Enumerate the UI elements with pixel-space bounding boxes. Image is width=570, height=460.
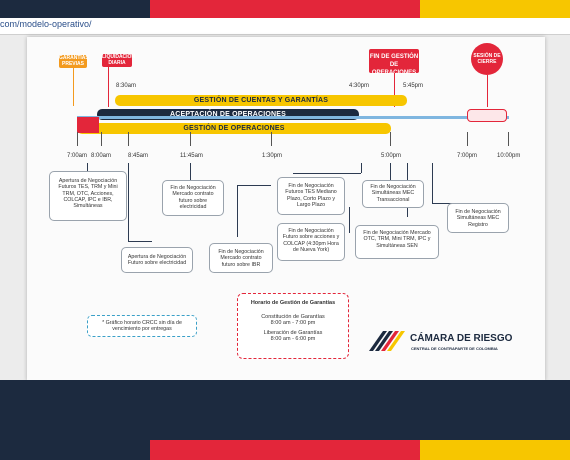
axis-label-1000pm: 10:00pm [497, 153, 521, 159]
connector-fin-mec-registro [432, 163, 433, 203]
axis-label-700am: 7:00am [67, 153, 88, 159]
connector-fin-tes-v [361, 163, 362, 173]
axis-label-130pm: 1:30pm [262, 153, 283, 159]
tick-130pm [271, 132, 272, 146]
tag-liquidacion-diaria: LIQUIDACIÓN DIARIA [102, 54, 136, 67]
connector-fin-mec-registro-h [432, 203, 452, 204]
tick-1145am [190, 132, 191, 146]
horario-line2: 8:00 am - 7:00 pm [270, 320, 316, 326]
horario-title: Horario de Gestión de Garantías [250, 300, 336, 306]
horario-line4: 8:00 am - 6:00 pm [270, 336, 316, 342]
timeline-base [77, 116, 509, 119]
connector-liquidacion [108, 67, 109, 107]
timeline-closing-segment [467, 109, 507, 122]
horario-garantias-box: Horario de Gestión de Garantías Constitu… [237, 293, 349, 359]
tick-845am [128, 132, 129, 146]
bar-cuentas-garantias: GESTIÓN DE CUENTAS Y GARANTÍAS [115, 95, 407, 106]
top-brand-stripe [0, 0, 570, 22]
box-fin-ibr: Fin de Negociación Mercado contrato futu… [209, 243, 273, 273]
connector-fin-elec [190, 163, 191, 181]
camara-riesgo-logo [367, 323, 407, 353]
timeline-red-start [77, 117, 99, 133]
connector-fin-ibr-h [237, 185, 271, 186]
axis-label-845am: 8:45am [128, 153, 149, 159]
tag-sesion-cierre-label: SESIÓN DE CIERRE [473, 53, 501, 65]
axis-label-1145am: 11:45am [180, 153, 203, 159]
box-fin-tes: Fin de Negociación Futuros TES Mediano P… [277, 177, 345, 215]
box-apertura-electricidad: Apertura de Negociación Futuro sobre ele… [121, 247, 193, 273]
note-box: * Gráfico horario CRCC sin día de vencim… [87, 315, 197, 337]
time-830am: 8:30am [116, 83, 137, 89]
connector-fin-gestion [394, 73, 395, 107]
tick-700pm [467, 132, 468, 146]
tag-fin-gestion-operaciones: FIN DE GESTIÓN DE OPERACIONES [369, 49, 419, 76]
box-apertura-futuros: Apertura de Negociación Futuros TES, TRM… [49, 171, 127, 221]
connector-fin-mec [390, 163, 391, 181]
box-fin-acciones: Fin de Negociación Futuro sobre acciones… [277, 223, 345, 261]
logo-stripes-icon [369, 331, 405, 351]
time-545pm: 5:45pm [403, 83, 424, 89]
tick-500pm [390, 132, 391, 146]
box-fin-electricidad: Fin de Negociación Mercado contrato futu… [162, 180, 224, 216]
address-bar[interactable]: com/modelo-operativo/ [0, 18, 570, 35]
horario-line1: Constitución de Garantías [261, 314, 325, 320]
bottom-brand-stripe [0, 440, 570, 460]
time-430pm: 4:30pm [349, 83, 370, 89]
box-fin-mec-registro: Fin de Negociación Simultáneas MEC Regis… [447, 203, 509, 233]
box-fin-mec-transaccional: Fin de Negociación Simultáneas MEC Trans… [362, 180, 424, 208]
axis-label-800am: 8:00am [91, 153, 112, 159]
tag-sesion-cierre: SESIÓN DE CIERRE [471, 43, 503, 75]
bar-gestion-operaciones: GESTIÓN DE OPERACIONES [77, 123, 391, 134]
axis-label-500pm: 5:00pm [381, 153, 402, 159]
logo-name: CÁMARA DE RIESGO [410, 333, 513, 344]
axis-label-700pm: 7:00pm [457, 153, 478, 159]
tick-700am [77, 132, 78, 146]
tag-garantias-previas: GARANTÍAS PREVIAS [59, 55, 89, 68]
horario-line3: Liberación de Garantías [263, 330, 323, 336]
connector-fin-acciones [349, 207, 350, 233]
connector-apertura [87, 163, 88, 175]
bar-aceptacion-operaciones: ACEPTACIÓN DE OPERACIONES [97, 109, 359, 120]
tick-1000pm [508, 132, 509, 146]
connector-fin-ibr [237, 185, 238, 237]
box-fin-otc: Fin de Negociación Mercado OTC, TRM, Min… [355, 225, 439, 259]
operating-model-slide: GARANTÍAS PREVIAS LIQUIDACIÓN DIARIA FIN… [27, 37, 545, 381]
connector-cierre [487, 75, 488, 107]
connector-garantias [73, 68, 74, 106]
connector-apertura-elec-h [128, 241, 152, 242]
url-text: com/modelo-operativo/ [0, 19, 92, 29]
connector-apertura-elec [128, 163, 129, 241]
connector-fin-tes [293, 173, 361, 174]
logo-subtitle: CENTRAL DE CONTRAPARTE DE COLOMBIA [411, 346, 498, 351]
tick-800am [101, 132, 102, 146]
